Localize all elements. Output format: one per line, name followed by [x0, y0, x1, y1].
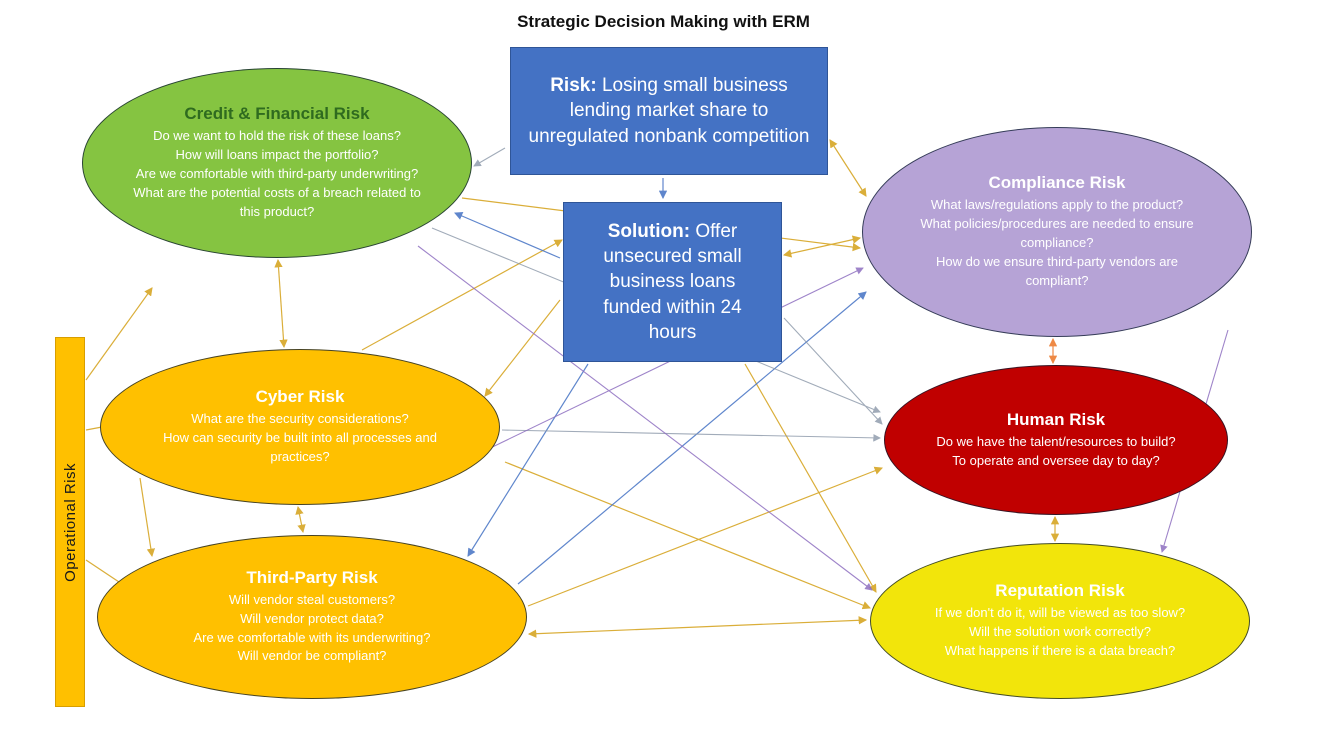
solution-box-body: Offer unsecured small business loans fun… — [603, 220, 742, 343]
question-line: What laws/regulations apply to the produ… — [930, 197, 1184, 213]
risk-box-body: Losing small business lending market sha… — [528, 75, 810, 147]
node-title: Third-Party Risk — [246, 567, 378, 587]
node-human-risk: Human Risk Do we have the talent/resourc… — [884, 365, 1228, 515]
node-title: Reputation Risk — [995, 581, 1125, 601]
question-line: Will the solution work correctly? — [968, 624, 1152, 640]
question-line: Will vendor be compliant? — [237, 648, 387, 664]
node-credit-financial-risk: Credit & Financial Risk Do we want to ho… — [82, 68, 472, 258]
operational-risk-bar: Operational Risk — [55, 337, 85, 707]
node-third-party-risk: Third-Party Risk Will vendor steal custo… — [97, 535, 527, 699]
node-title: Human Risk — [1006, 409, 1106, 429]
question-line: What policies/procedures are needed to e… — [920, 216, 1194, 251]
diagram-title: Strategic Decision Making with ERM — [517, 12, 810, 31]
question-line: Are we comfortable with third-party unde… — [135, 166, 419, 182]
solution-box-text: Solution: Offer unsecured small business… — [578, 219, 767, 345]
node-reputation-risk: Reputation Risk If we don't do it, will … — [870, 543, 1250, 699]
risk-box-text: Risk: Losing small business lending mark… — [525, 73, 813, 149]
risk-box: Risk: Losing small business lending mark… — [510, 47, 828, 175]
question-line: Do we want to hold the risk of these loa… — [153, 128, 401, 144]
solution-box-label: Solution: — [607, 220, 691, 242]
question-line: How can security be built into all proce… — [163, 430, 437, 464]
blue-connectors — [454, 178, 867, 585]
question-line: How will loans impact the portfolio? — [175, 147, 379, 163]
question-line: Do we have the talent/resources to build… — [936, 433, 1176, 449]
node-cyber-risk: Cyber Risk What are the security conside… — [100, 349, 500, 505]
question-line: To operate and oversee day to day? — [952, 452, 1160, 468]
node-title: Credit & Financial Risk — [184, 104, 370, 124]
risk-box-label: Risk: — [550, 75, 597, 97]
question-line: Will vendor protect data? — [240, 610, 384, 626]
question-line: Are we comfortable with its underwriting… — [193, 629, 431, 645]
question-line: What happens if there is a data breach? — [944, 642, 1176, 658]
question-line: If we don't do it, will be viewed as too… — [934, 605, 1186, 621]
question-line: How do we ensure third-party vendors are… — [935, 253, 1179, 288]
operational-risk-label: Operational Risk — [61, 462, 79, 582]
solution-box: Solution: Offer unsecured small business… — [563, 202, 782, 362]
question-line: What are the security considerations? — [191, 411, 409, 427]
question-line: What are the potential costs of a breach… — [133, 184, 421, 219]
node-compliance-risk: Compliance Risk What laws/regulations ap… — [862, 127, 1252, 337]
node-title: Compliance Risk — [988, 173, 1126, 193]
question-line: Will vendor steal customers? — [228, 591, 396, 607]
node-title: Cyber Risk — [255, 387, 345, 407]
